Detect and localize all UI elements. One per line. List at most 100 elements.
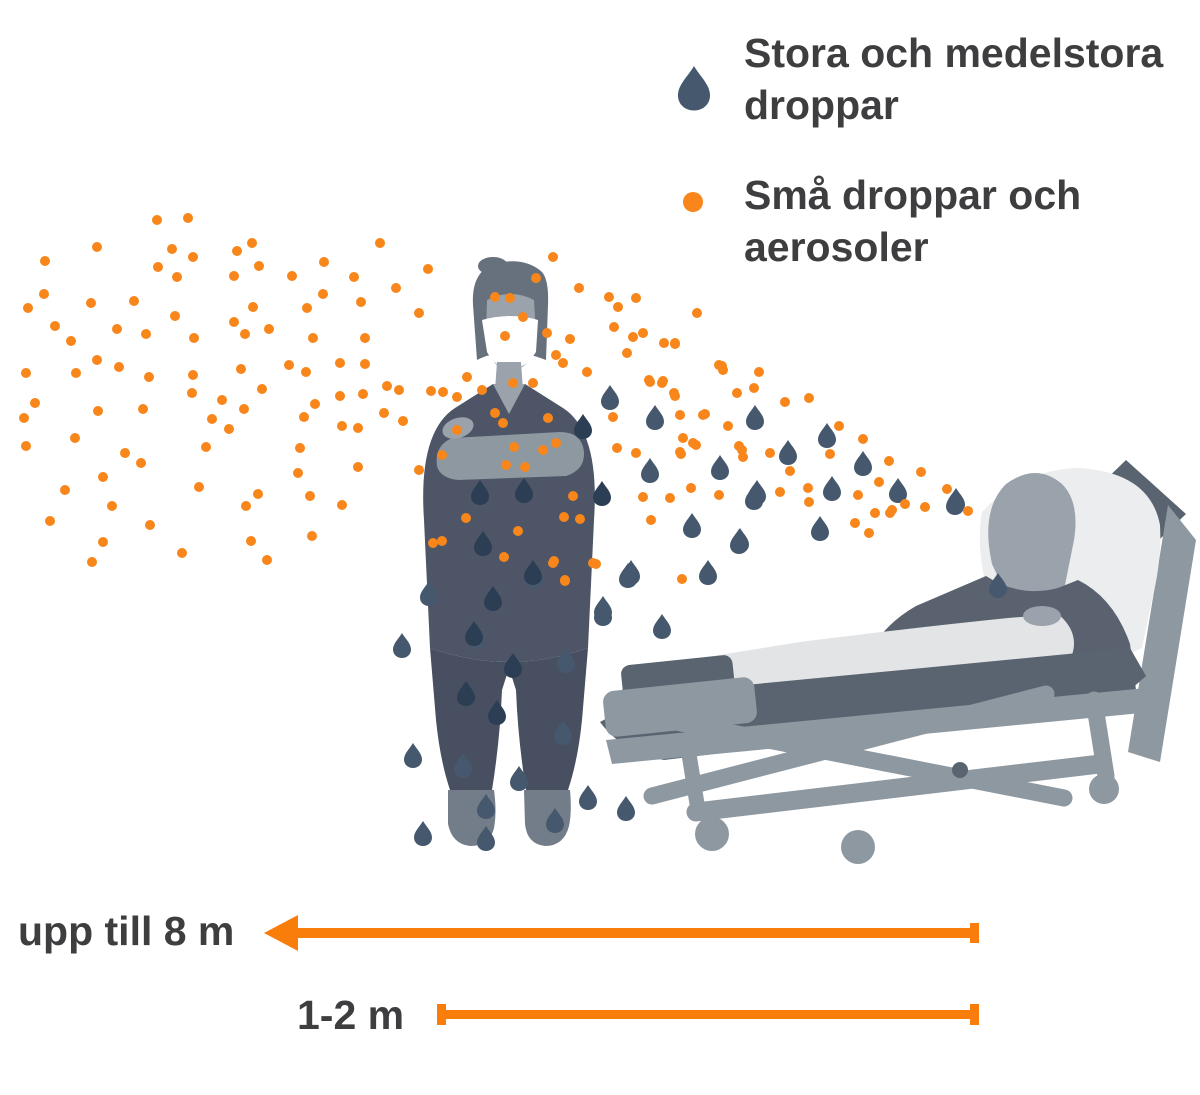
aerosol-dot — [723, 421, 733, 431]
range-cap-right — [970, 1004, 979, 1025]
aerosol-dot — [240, 329, 250, 339]
aerosol-dot — [98, 472, 108, 482]
aerosol-dot — [236, 364, 246, 374]
caregiver-mask — [482, 316, 538, 370]
aerosol-dot — [538, 445, 548, 455]
aerosol-dot — [437, 536, 447, 546]
caregiver-hair-bun — [478, 257, 508, 275]
caregiver-shoe-right — [524, 790, 571, 846]
aerosol-dot — [423, 264, 433, 274]
aerosol-dot — [337, 500, 347, 510]
droplet — [779, 440, 797, 465]
aerosol-dot — [349, 272, 359, 282]
aerosol-dot — [318, 289, 328, 299]
droplet-range-label: 1-2 m — [297, 992, 405, 1038]
aerosol-dot — [765, 448, 775, 458]
aerosol-dot — [394, 385, 404, 395]
droplet — [823, 476, 841, 501]
aerosol-dot — [531, 273, 541, 283]
aerosol-dot — [613, 302, 623, 312]
aerosol-dot — [189, 333, 199, 343]
aerosol-dot — [353, 462, 363, 472]
aerosol-dot — [21, 368, 31, 378]
aerosol-dot — [644, 375, 654, 385]
aerosol-dot — [167, 244, 177, 254]
aerosol-dot — [864, 528, 874, 538]
aerosol-dot — [360, 333, 370, 343]
aerosol-dot — [850, 518, 860, 528]
aerosol-dot — [874, 477, 884, 487]
aerosol-dot — [112, 324, 122, 334]
aerosol-dot — [754, 367, 764, 377]
aerosol-dot — [262, 555, 272, 565]
aerosol-dot — [785, 466, 795, 476]
aerosol-dot — [520, 462, 530, 472]
aerosol-dot — [308, 333, 318, 343]
aerosol-dot — [628, 332, 638, 342]
aerosol-dot — [884, 456, 894, 466]
aerosol-dot — [302, 303, 312, 313]
aerosol-dot — [177, 548, 187, 558]
aerosol-dot — [551, 350, 561, 360]
aerosol-dot — [136, 458, 146, 468]
aerosol-dot — [803, 483, 813, 493]
aerosol-dot — [622, 348, 632, 358]
legend-label-aerosols: Små droppar och aerosoler — [744, 172, 1082, 270]
droplet — [617, 796, 635, 821]
aerosol-dot — [677, 574, 687, 584]
aerosol-dot — [360, 359, 370, 369]
aerosol-dot — [187, 388, 197, 398]
patient-hand — [1023, 606, 1061, 626]
aerosol-range-arrow — [264, 915, 979, 951]
aerosol-dot — [462, 372, 472, 382]
aerosol-dot — [738, 452, 748, 462]
aerosol-dot — [144, 372, 154, 382]
aerosol-dot — [207, 414, 217, 424]
range-shaft — [441, 1010, 975, 1019]
arrow-end-cap — [970, 923, 979, 943]
aerosol-dot — [575, 514, 585, 524]
aerosol-dot — [558, 358, 568, 368]
aerosol-dot — [942, 484, 952, 494]
aerosol-dot — [609, 322, 619, 332]
aerosol-dot — [414, 465, 424, 475]
aerosol-dot — [414, 308, 424, 318]
aerosol-dot — [21, 441, 31, 451]
aerosol-dot — [152, 215, 162, 225]
bed-wheel-left — [695, 817, 729, 851]
aerosol-dot — [358, 389, 368, 399]
aerosol-dot — [591, 559, 601, 569]
aerosol-dot — [239, 404, 249, 414]
droplet — [574, 414, 592, 439]
aerosol-dot — [129, 296, 139, 306]
patient-bed — [600, 460, 1196, 864]
aerosol-dot — [335, 358, 345, 368]
aerosol-dot — [398, 416, 408, 426]
aerosol-dot — [50, 321, 60, 331]
aerosol-dot — [92, 242, 102, 252]
aerosol-dot — [217, 395, 227, 405]
aerosol-dot — [254, 261, 264, 271]
aerosol-dot — [734, 441, 744, 451]
aerosol-dot — [438, 387, 448, 397]
aerosol-dot — [310, 399, 320, 409]
aerosol-dot — [452, 392, 462, 402]
droplet — [818, 423, 836, 448]
aerosol-dot — [659, 338, 669, 348]
aerosol-dot — [379, 408, 389, 418]
aerosol-dot — [500, 331, 510, 341]
aerosol-dot — [638, 328, 648, 338]
aerosol-dot — [295, 443, 305, 453]
aerosol-dot — [678, 433, 688, 443]
aerosol-dot — [646, 515, 656, 525]
aerosol-dot — [87, 557, 97, 567]
caregiver-crossed-arms — [436, 432, 585, 480]
droplet — [404, 743, 422, 768]
aerosol-dot — [551, 438, 561, 448]
aerosol-dot — [141, 329, 151, 339]
aerosol-dot — [30, 398, 40, 408]
aerosol-dot — [307, 531, 317, 541]
aerosol-dot — [780, 397, 790, 407]
aerosol-dot — [834, 421, 844, 431]
aerosol-dot — [264, 324, 274, 334]
